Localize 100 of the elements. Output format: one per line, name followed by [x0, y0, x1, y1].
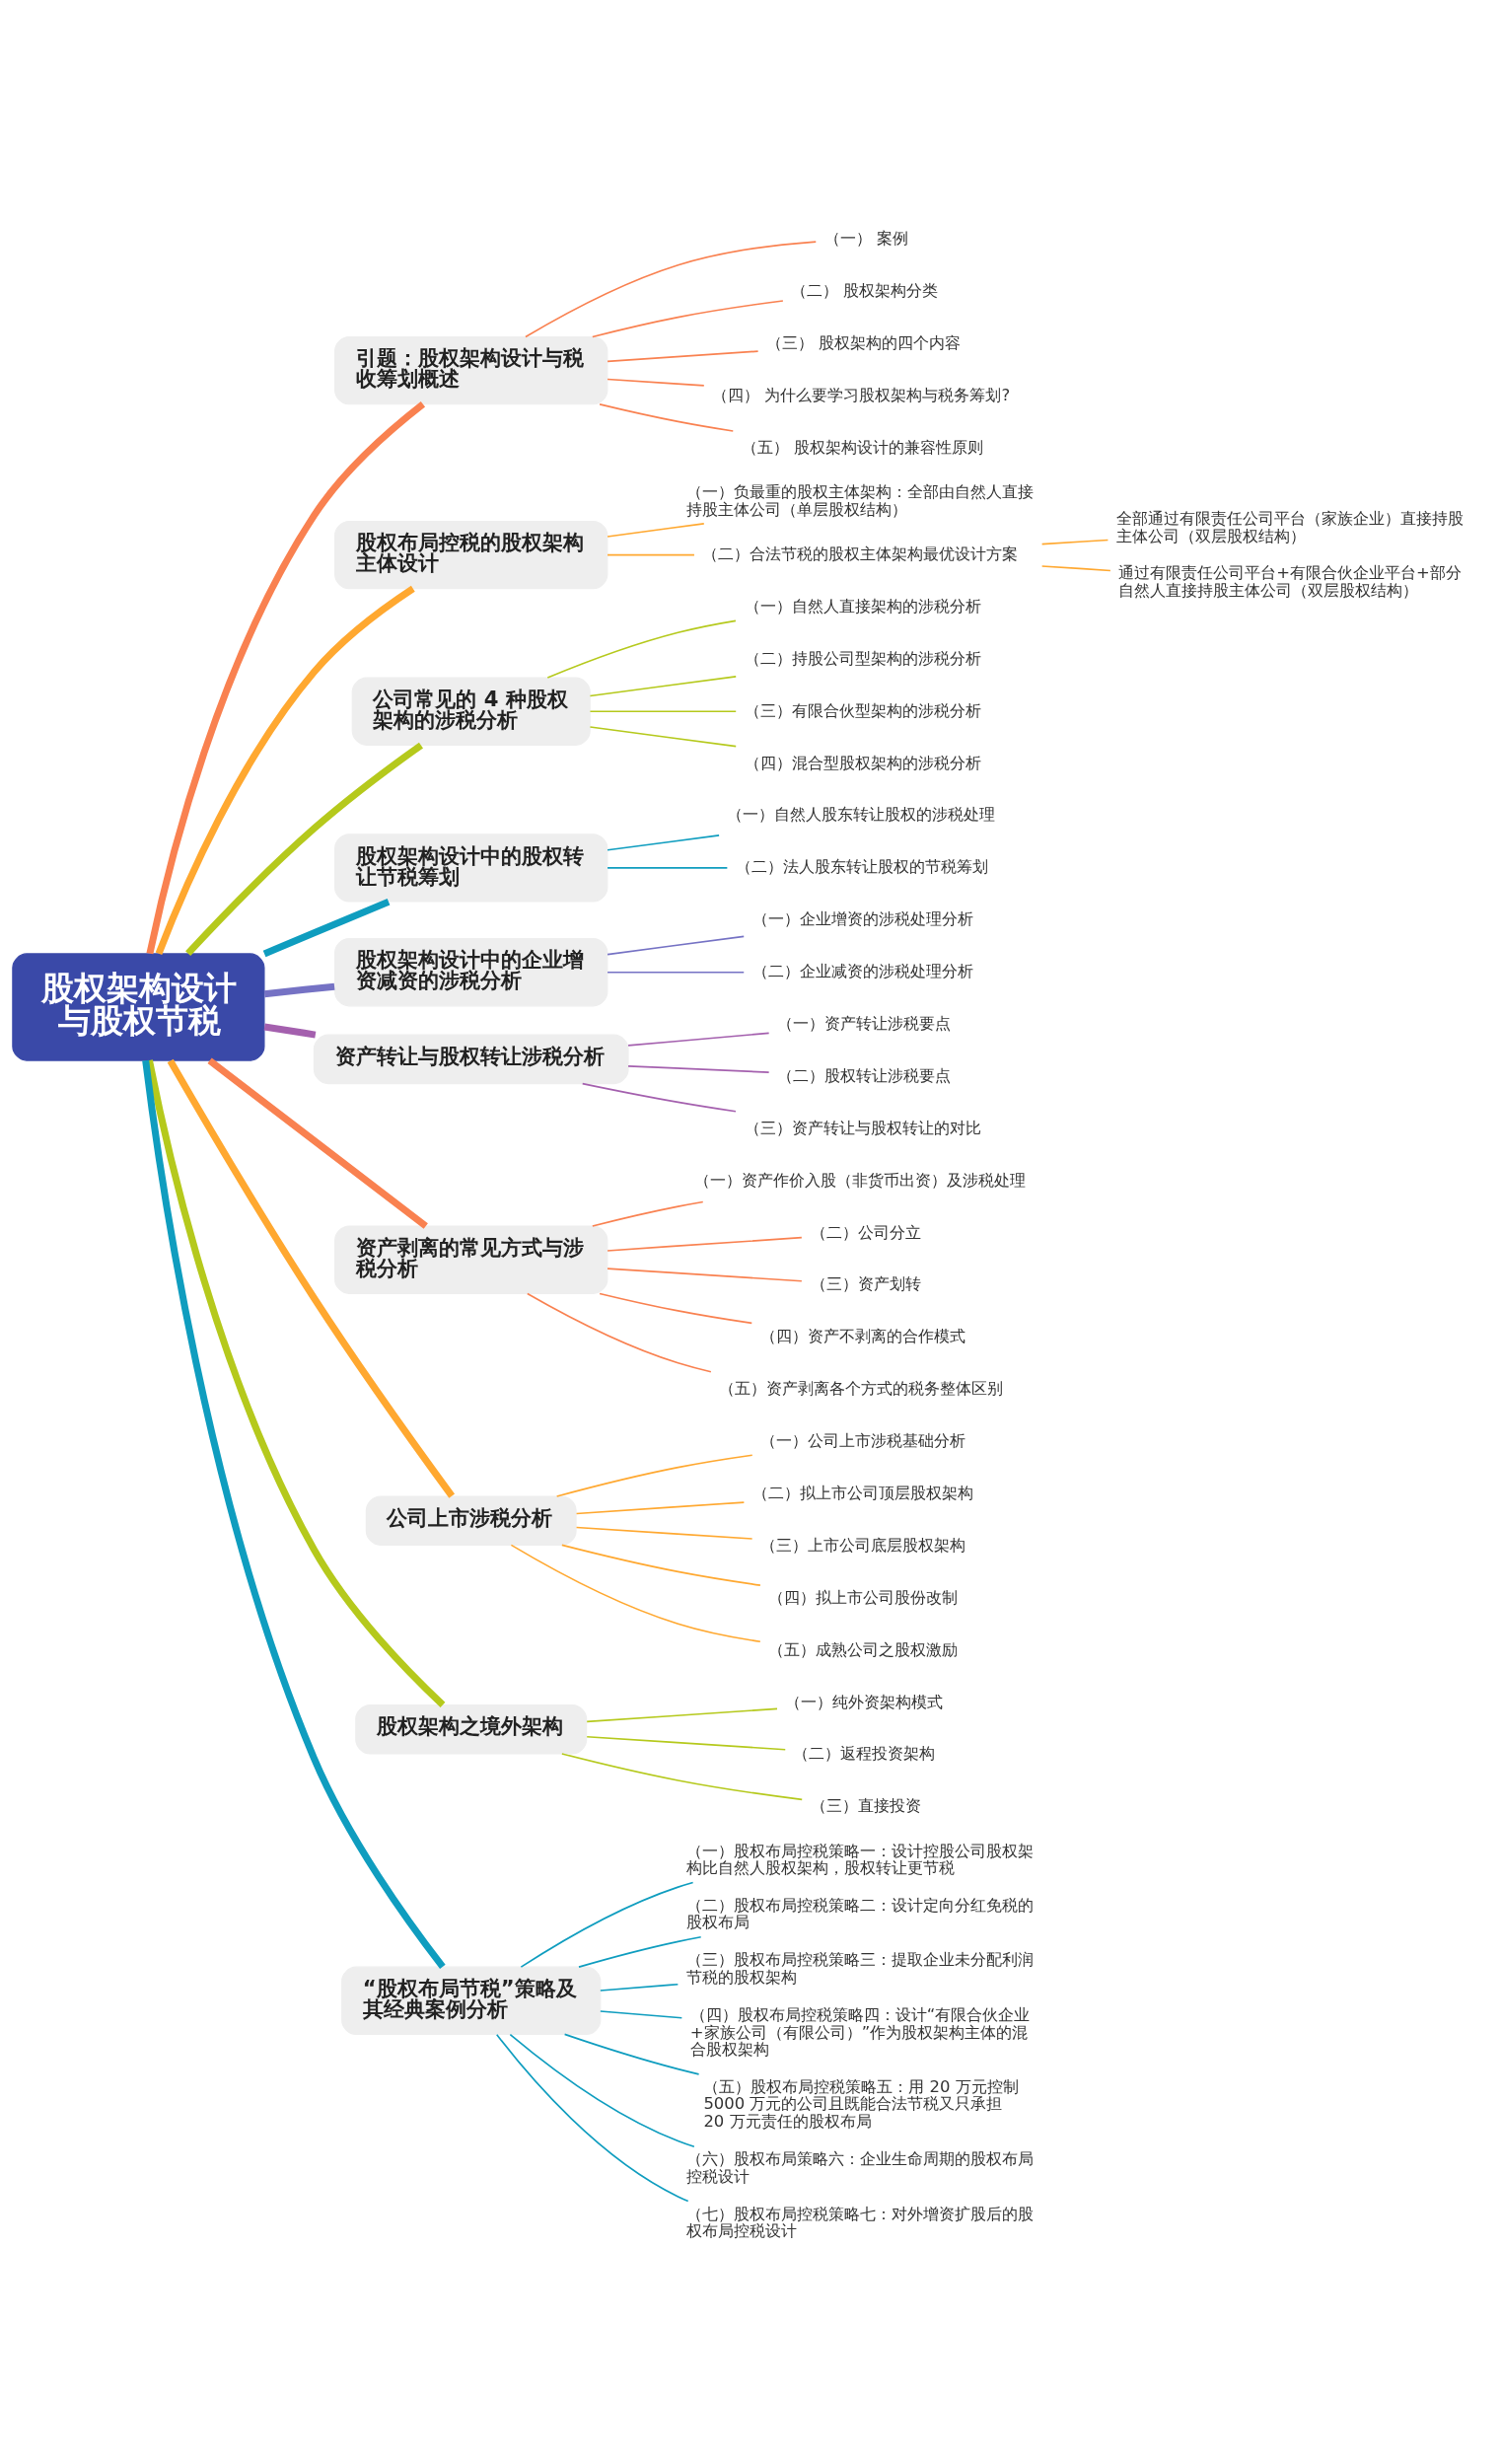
- node-text: （二）股权转让涉税要点: [777, 1065, 952, 1085]
- connector: [591, 1200, 704, 1227]
- node-box: 股权架构设计中的企业增资减资的涉税分析: [334, 938, 608, 1007]
- node-box: 股权架构设计中的股权转让节税筹划: [334, 833, 608, 903]
- connector: [599, 403, 735, 432]
- node-text: （五）成熟公司之股权激励: [768, 1639, 959, 1659]
- node-text: （五） 股权架构设计的兼容性原则: [741, 437, 983, 457]
- node-text: （二）合法节税的股权主体架构最优设计方案: [702, 544, 1019, 563]
- connector: [599, 1292, 753, 1325]
- connector: [495, 2033, 689, 2203]
- connector: [607, 1268, 803, 1282]
- node-text: （一）公司上市涉税基础分析: [759, 1431, 965, 1451]
- node-text: （一）企业增资的涉税处理分析: [751, 909, 973, 929]
- node-text: （二）公司分立: [810, 1222, 921, 1242]
- connector: [607, 1236, 803, 1252]
- node-text: （二）股权布局控税策略二：设计定向分红免税的股权布局: [685, 1895, 1034, 1932]
- connector: [527, 1292, 712, 1373]
- connector: [607, 935, 746, 956]
- node-text: （二） 股权架构分类: [791, 281, 939, 301]
- connector: [146, 401, 426, 955]
- connector: [1040, 565, 1111, 572]
- connector: [600, 2010, 683, 2019]
- node-text: 通过有限责任公司平台+有限合伙企业平台+部分自然人直接持股主体公司（双层股权结构）: [1118, 563, 1462, 600]
- node-text: （四）拟上市公司股份改制: [768, 1587, 959, 1607]
- connector: [575, 1501, 746, 1515]
- connector: [589, 676, 738, 697]
- connector: [546, 619, 737, 679]
- node-text: （三）资产转让与股权转让的对比: [744, 1118, 981, 1137]
- node-text: （四） 为什么要学习股权架构与税务筹划?: [712, 385, 1011, 404]
- connector: [607, 867, 729, 869]
- connector: [589, 710, 738, 713]
- connector: [142, 1059, 446, 1969]
- connector: [600, 1983, 679, 1992]
- node-box: 公司上市涉税分析: [365, 1495, 577, 1546]
- node-text: （六）股权布局策略六：企业生命周期的股权布局控税设计: [685, 2149, 1034, 2186]
- connector: [510, 1544, 761, 1643]
- connector: [525, 241, 818, 338]
- node-box: 引题：股权架构设计与税收筹划概述: [334, 336, 608, 405]
- node-box: 股权布局控税的股权架构主体设计: [334, 520, 608, 590]
- connector: [167, 1058, 456, 1498]
- connector: [607, 834, 720, 851]
- connector: [586, 1707, 778, 1723]
- node-text: （三） 股权架构的四个内容: [765, 332, 962, 352]
- node-text: （三）上市公司底层股权架构: [759, 1535, 965, 1555]
- node-text: （三）资产划转: [810, 1274, 921, 1294]
- node-box: 股权架构设计与股权节税: [12, 953, 265, 1061]
- node-text: （一）自然人股东转让股权的涉税处理: [727, 805, 996, 825]
- connector: [607, 523, 705, 538]
- connector: [509, 2033, 695, 2148]
- node-text: （七）股权布局控税策略七：对外增资扩股后的股权布局控税设计: [685, 2204, 1034, 2241]
- connector: [607, 971, 746, 974]
- node-text: （三）有限合伙型架构的涉税分析: [744, 700, 981, 720]
- node-box: 资产剥离的常见方式与涉税分析: [334, 1225, 608, 1294]
- node-text: （一） 案例: [823, 229, 908, 249]
- connector: [627, 1032, 770, 1047]
- connector: [207, 1057, 428, 1229]
- node-text: （五）股权布局控税策略五：用 20 万元控制 5000 万元的公司且既能合法节税又只承担 20 万元责任的股权布局: [703, 2076, 1019, 2132]
- node-text: （一）资产作价入股（非货币出资）及涉税处理: [693, 1170, 1026, 1190]
- node-text: （二）企业减资的涉税处理分析: [751, 962, 973, 981]
- node-text: （四）资产不剥离的合作模式: [759, 1327, 965, 1346]
- node-text: （三）直接投资: [810, 1796, 921, 1816]
- node-box: “股权布局节税”策略及其经典案例分析: [341, 1966, 602, 2035]
- connector: [1040, 539, 1109, 545]
- connector: [591, 300, 784, 338]
- node-text: （一）自然人直接架构的涉税分析: [744, 596, 981, 616]
- node-text: （二）法人股东转让股权的节税筹划: [735, 857, 988, 877]
- connector: [586, 1735, 787, 1751]
- node-text: （三）股权布局控税策略三：提取企业未分配利润节税的股权架构: [685, 1950, 1034, 1987]
- connector: [589, 726, 738, 748]
- connector: [627, 1065, 770, 1073]
- connector: [607, 350, 759, 363]
- connector: [263, 982, 335, 998]
- connector: [555, 1454, 753, 1497]
- node-text: （一）资产转让涉税要点: [777, 1013, 952, 1033]
- connector: [185, 742, 423, 956]
- node-text: （一）股权布局控税策略一：设计控股公司股权架构比自然人股权架构，股权转让更节税: [685, 1841, 1034, 1878]
- connector: [155, 585, 415, 956]
- node-text: （一）纯外资架构模式: [785, 1692, 944, 1711]
- node-text: （四）混合型股权架构的涉税分析: [744, 753, 981, 772]
- node-text: （二）持股公司型架构的涉税分析: [744, 648, 981, 668]
- connector: [563, 2033, 700, 2075]
- node-text: （五）资产剥离各个方式的税务整体区别: [719, 1379, 1004, 1399]
- node-box: 股权架构之境外架构: [355, 1703, 588, 1755]
- node-text: （四）股权布局控税策略四：设计“有限合伙企业+家族公司（有限公司）”作为股权架构主体的混合股权架构: [689, 2004, 1031, 2060]
- connector: [607, 553, 695, 556]
- node-box: 公司常见的 4 种股权架构的涉税分析: [351, 677, 591, 746]
- connector: [520, 1881, 694, 1968]
- node-text: （一）负最重的股权主体架构：全部由自然人直接持股主体公司（单层股权结构）: [685, 482, 1034, 519]
- connector: [262, 898, 391, 958]
- connector: [263, 1023, 317, 1039]
- node-box: 资产转让与股权转让涉税分析: [313, 1034, 629, 1085]
- node-text: 全部通过有限责任公司平台（家族企业）直接持股主体公司（双层股权结构）: [1115, 509, 1464, 545]
- connector: [607, 378, 705, 387]
- node-text: （二）拟上市公司顶层股权架构: [751, 1483, 973, 1502]
- connector: [581, 1082, 737, 1113]
- connector: [575, 1526, 753, 1540]
- connector: [578, 1935, 702, 1968]
- connector: [561, 1544, 761, 1586]
- node-text: （二）返程投资架构: [793, 1744, 936, 1764]
- connector: [561, 1753, 804, 1801]
